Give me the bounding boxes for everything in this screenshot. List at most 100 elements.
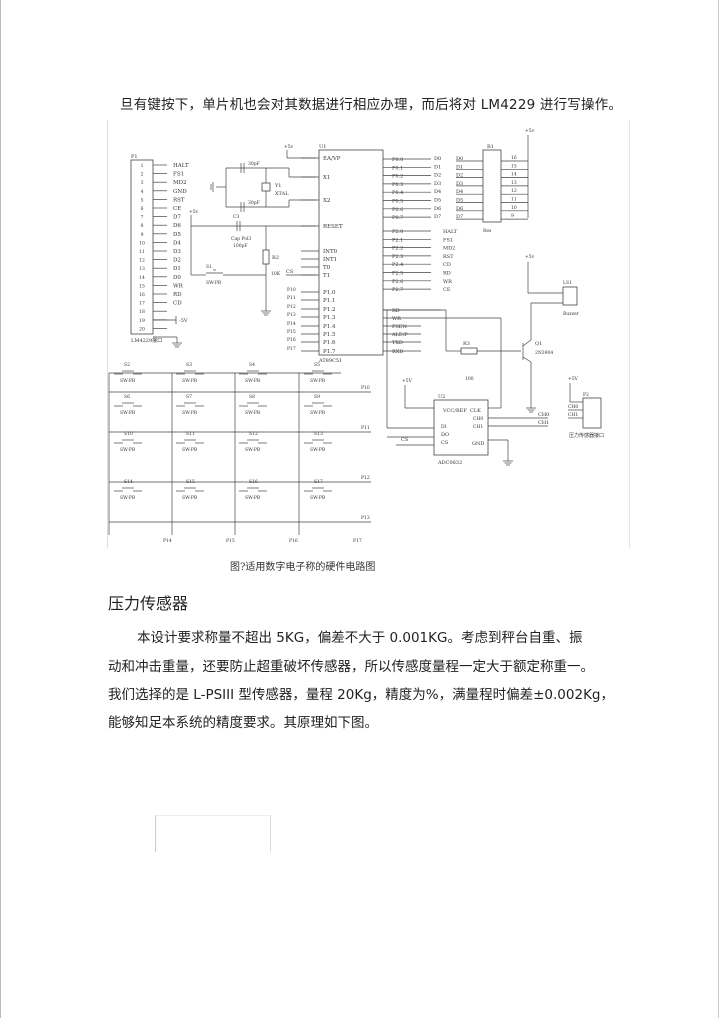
r1-pin: 14 — [511, 172, 517, 178]
pin-number: 3 — [141, 180, 144, 186]
pin-number: 7 — [141, 215, 144, 221]
row-net-label: P11 — [361, 425, 370, 431]
d-net-label: D0 — [456, 156, 463, 162]
u1-left-pin: T1 — [323, 273, 330, 279]
intro-text: 旦有键按下，单片机也会对其数据进行相应办理，而后将对 LM4229 进行写操作。 — [120, 97, 623, 113]
p1-net-label: P12 — [287, 304, 296, 310]
switch-type: SW-PB — [310, 447, 326, 453]
switch-type: SW-PB — [182, 495, 198, 501]
col-net-label: P16 — [289, 538, 298, 544]
p2-net-label: RD — [443, 271, 451, 277]
p1-part: LM4229接口 — [131, 337, 162, 344]
u2-pin: CH1 — [473, 424, 483, 430]
y1-label: Y1 — [274, 183, 281, 189]
u1-left-pin: P1.3 — [323, 315, 336, 321]
switch-type: SW-PB — [245, 495, 261, 501]
u1-left-pin: P1.1 — [323, 298, 335, 304]
d-net-label: D5 — [456, 198, 463, 204]
p1-pin-label: RST — [173, 197, 185, 203]
u1-right-pin: P2.3 — [392, 254, 403, 260]
u1-right-pin: P0.0 — [392, 157, 403, 163]
component-body — [582, 397, 602, 429]
p1-pin-label: D2 — [173, 258, 181, 264]
sensor-principle-figure — [155, 815, 271, 852]
component-body — [460, 347, 478, 355]
col-net-label: P17 — [353, 538, 362, 544]
d-net-label: D6 — [434, 206, 441, 212]
p2-net-label: CE — [443, 287, 451, 293]
pin-number: 10 — [139, 240, 145, 246]
switch-type: SW-PB — [120, 378, 136, 384]
r3-value: 100 — [465, 376, 474, 382]
q1-label: Q1 — [535, 341, 542, 347]
r1-pin: 11 — [511, 197, 517, 203]
u1-left-pin: EA/VP — [323, 156, 341, 162]
switch-label: S5 — [314, 362, 320, 368]
u1-right-pin: TXD — [392, 340, 403, 346]
r1-pin: 10 — [511, 205, 517, 211]
pin-number: 14 — [139, 275, 145, 281]
u1-name: U1 — [319, 144, 326, 150]
u2-pin: CS — [441, 440, 449, 446]
p1-pin-label: D0 — [173, 275, 181, 281]
u1-right-pin: P0.2 — [392, 174, 403, 180]
u1-left-pin: INT0 — [323, 249, 338, 255]
s1-type: SW-PB — [206, 280, 222, 286]
r1-pin: 12 — [511, 188, 517, 194]
plus5v-label: +5v — [525, 128, 535, 134]
switch-type: SW-PB — [120, 495, 136, 501]
r2-value: 10K — [271, 271, 281, 277]
s1-label: S1 — [206, 264, 212, 270]
u1-right-pin: P0.3 — [392, 182, 403, 188]
switch-label: S6 — [124, 394, 130, 400]
u2-pin: DI — [441, 424, 447, 430]
pin-number: 17 — [139, 301, 145, 307]
switch-label: S12 — [249, 431, 258, 437]
switch-type: SW-PB — [245, 378, 261, 384]
paragraph-line: 能够知足本系统的精度要求。其原理如下图。 — [108, 715, 378, 731]
pin-number: 15 — [139, 283, 145, 289]
component-body — [433, 399, 489, 456]
p2-net-label: CD — [443, 262, 451, 268]
u1-right-pin: WR — [392, 316, 401, 322]
p2-net-label: FS1 — [443, 237, 453, 243]
p1-net-label: P11 — [287, 295, 296, 301]
u1-left-pin: P1.4 — [323, 324, 336, 330]
d-net-label: D3 — [434, 181, 441, 187]
u1-right-pin: P2.5 — [392, 271, 403, 277]
page-edge-right — [718, 0, 719, 1018]
p1-pin-label: FS1 — [173, 172, 184, 178]
wire — [522, 356, 532, 363]
switch-type: SW-PB — [182, 378, 198, 384]
u1-right-pin: RD — [392, 308, 400, 314]
u1-left-pin: INT1 — [323, 257, 337, 263]
p2-ch1: CH1 — [568, 412, 578, 418]
paragraph-line: 我们选择的是 L-PSIII 型传感器，量程 20Kg，精度为%，满量程时偏差±… — [108, 687, 614, 703]
u1-left-pin: P1.0 — [323, 290, 336, 296]
p1-pin-label: HALT — [173, 163, 189, 169]
d-net-label: D0 — [434, 156, 441, 162]
pin-number: 2 — [141, 172, 144, 178]
u2-part: ADC0832 — [437, 460, 462, 466]
plus5v-label: +5V — [402, 378, 413, 384]
u1-left-pin: P1.6 — [323, 340, 336, 346]
u1-left-pin: P1.5 — [323, 332, 336, 338]
switch-label: S10 — [124, 431, 133, 437]
p1-pin-label: CD — [173, 301, 182, 307]
pin-number: 11 — [139, 249, 145, 255]
u1-right-pin: P0.6 — [392, 207, 403, 213]
p1-pin-label: D4 — [173, 240, 181, 246]
plus5v-label: +5V — [568, 376, 579, 382]
cs-net: CS — [401, 437, 409, 443]
component-body — [262, 249, 270, 265]
pin-number: 4 — [141, 189, 144, 195]
q1-part: 2N3904 — [535, 350, 553, 356]
plus5v-label: +5v — [189, 209, 199, 215]
pin-number: 16 — [139, 292, 145, 298]
r1-name: R1 — [487, 144, 494, 150]
u1-right-pin: P0.5 — [392, 199, 403, 205]
pin-number: 6 — [141, 206, 144, 212]
u1-right-pin: ALE/P — [391, 332, 408, 338]
u1-right-pin: RXD — [392, 349, 403, 355]
